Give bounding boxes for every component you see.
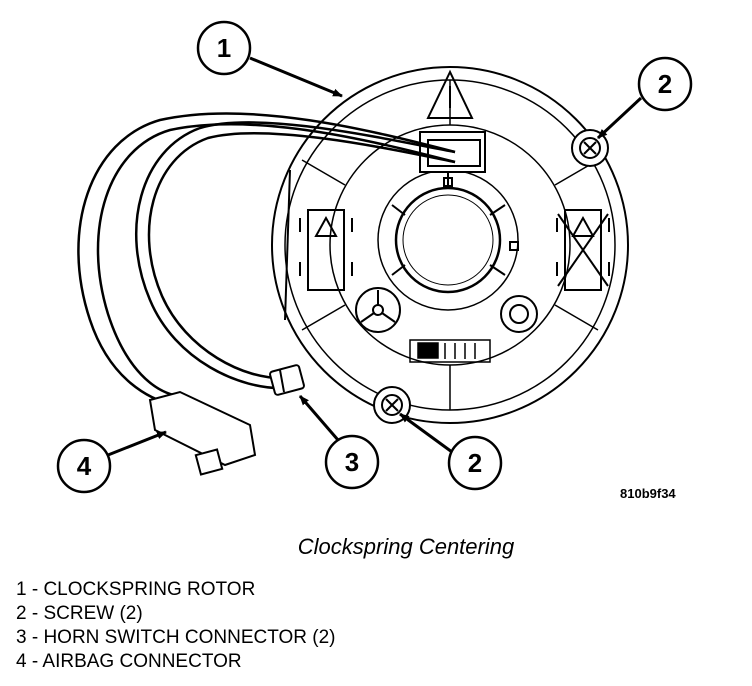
clockspring-rotor-hub	[377, 169, 519, 311]
legend-item: 3 - HORN SWITCH CONNECTOR (2)	[16, 627, 336, 648]
vehicle-right-crossed-icon	[556, 209, 610, 291]
callout-2-top-number: 2	[658, 69, 672, 99]
steering-wheel-icon	[355, 287, 401, 333]
callout-2-top: 2	[596, 56, 693, 140]
vehicle-left-icon	[299, 209, 353, 291]
connector-graphic	[409, 339, 491, 363]
figure-caption: Clockspring Centering	[297, 534, 515, 559]
horn-switch-connector	[269, 364, 305, 396]
callout-3: 3	[298, 395, 380, 490]
legend-list: 1 - CLOCKSPRING ROTOR 2 - SCREW (2) 3 - …	[16, 578, 335, 674]
legend-item: 4 - AIRBAG CONNECTOR	[16, 651, 242, 672]
clockspring-diagram: 1 2 2 3 4	[56, 20, 693, 494]
callout-4-number: 4	[77, 451, 92, 481]
warning-triangle-icon	[426, 69, 474, 119]
callout-2-bottom: 2	[399, 412, 503, 491]
callout-4: 4	[56, 430, 167, 494]
ring-icon	[500, 295, 538, 333]
legend-item: 1 - CLOCKSPRING ROTOR	[16, 579, 256, 600]
callout-2-bottom-number: 2	[468, 448, 482, 478]
figure-id: 810b9f34	[620, 486, 676, 501]
callout-1-number: 1	[217, 33, 231, 63]
callout-1: 1	[196, 20, 343, 98]
legend-item: 2 - SCREW (2)	[16, 603, 143, 624]
airbag-connector	[148, 390, 257, 476]
wiring-harness	[77, 112, 456, 407]
callout-3-number: 3	[345, 447, 359, 477]
